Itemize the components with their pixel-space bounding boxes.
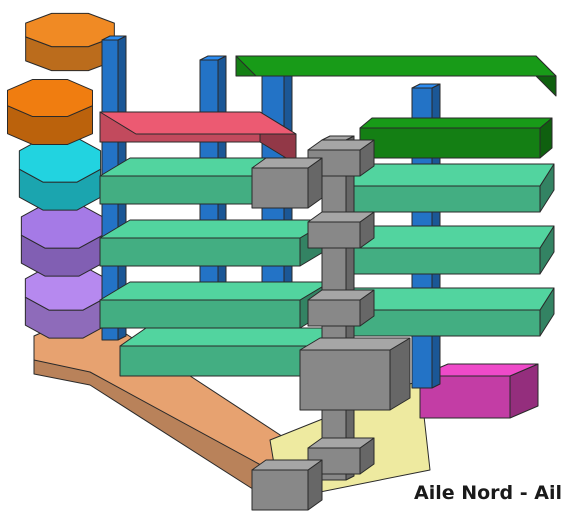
cyan-wing-top: [18, 137, 102, 183]
grey-block-upper-front: [251, 167, 309, 209]
blue-shaft-mid-top: [199, 55, 227, 61]
orange-top-wing-top: [25, 12, 115, 48]
grey-core-base-side: [389, 337, 411, 411]
lavender-wing-top: [20, 203, 104, 249]
grey-block-upper-top: [251, 157, 323, 169]
violet-wing-lower-top: [24, 265, 108, 311]
grey-collar-1-front: [307, 221, 361, 249]
pink-beam-top: [99, 111, 297, 135]
green-frame-front-front: [359, 127, 541, 159]
orange-wing-top: [7, 79, 93, 117]
mint-floor-left-bottom-front: [119, 345, 311, 377]
grey-collar-4-top: [307, 437, 375, 449]
blue-shaft-left-top: [101, 35, 127, 41]
mint-floor-left-1-top: [99, 219, 331, 239]
mint-floor-left-0-front: [99, 299, 301, 329]
grey-collar-2-front: [307, 299, 361, 327]
green-frame-back-top: [235, 55, 557, 77]
grey-block-lower-top: [251, 459, 323, 471]
green-frame-front-top: [359, 117, 553, 129]
grey-collar-0-top: [307, 139, 375, 151]
mint-floor-left-1-front: [99, 237, 301, 267]
grey-core-base-top: [299, 337, 411, 351]
mint-floor-left-0-top: [99, 281, 331, 301]
mint-floor-right-2-front: [329, 185, 541, 213]
grey-block-lower-front: [251, 469, 309, 511]
grey-collar-1-top: [307, 211, 375, 223]
mint-floor-right-1-front: [329, 247, 541, 275]
grey-core-base-front: [299, 349, 391, 411]
grey-collar-2-top: [307, 289, 375, 301]
blue-shaft-right-top: [411, 83, 441, 89]
diagram-caption: Aile Nord - Ail: [414, 482, 563, 504]
mint-floor-left-bottom-top: [119, 327, 337, 347]
